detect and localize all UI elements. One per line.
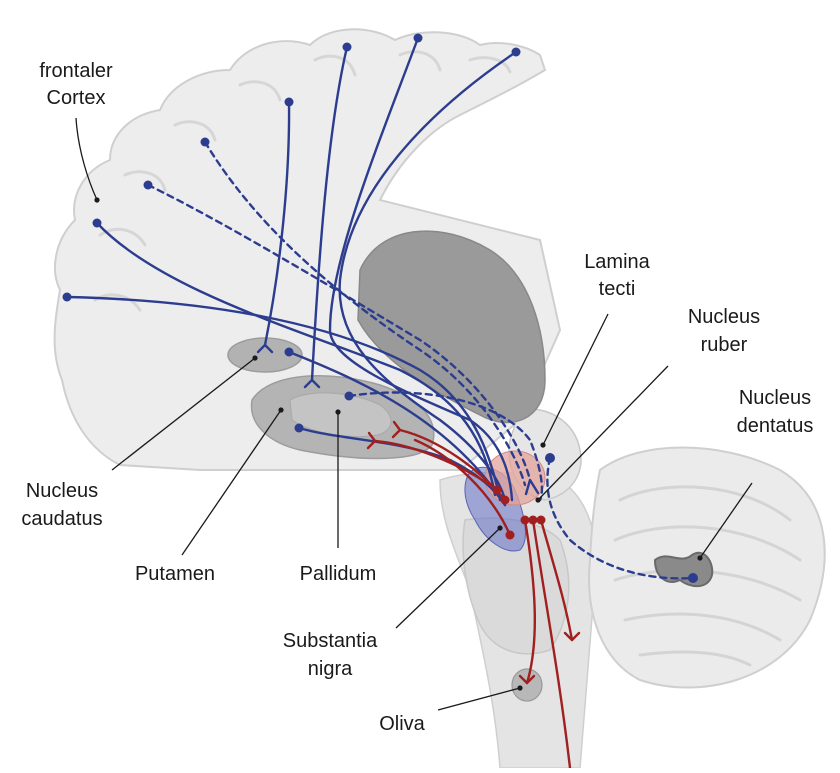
label-lamina-tecti-line2: tecti [599,278,636,300]
label-nucleus-caudatus-line1: Nucleus [26,480,98,502]
nucleus-caudatus-shape [227,337,303,373]
cortex-gyri [93,50,512,312]
leader-frontal-cortex [75,117,98,201]
red-pathways [366,420,581,770]
label-lamina-tecti-line1: Lamina [584,251,650,273]
leader-end-dots [94,197,703,691]
label-pallidum: Pallidum [300,563,377,585]
label-frontal-cortex-line1: frontaler [39,60,113,82]
leader-putamen [181,409,282,556]
label-nucleus-dentatus-line1: Nucleus [739,387,811,409]
brain-background [53,28,826,769]
label-putamen: Putamen [135,563,215,585]
oliva-shape [511,668,543,702]
leader-lines [75,117,753,711]
label-substantia-nigra-line1: Substantia [283,630,378,652]
leader-oliva [437,687,521,711]
leader-substantia-nigra [395,527,501,629]
leader-nucleus-caudatus [111,357,256,471]
red-pathway-dots [492,485,546,540]
label-nucleus-dentatus-line2: dentatus [737,415,814,437]
leader-nucleus-dentatus [699,482,753,559]
label-nucleus-ruber-line1: Nucleus [688,306,760,328]
pons [462,517,570,655]
blue-pathway-dots [62,33,698,583]
label-nucleus-ruber-line2: ruber [701,334,748,356]
leader-nucleus-ruber [537,365,669,501]
blue-pathways [65,36,695,580]
label-oliva: Oliva [379,713,425,735]
leader-lamina-tecti [542,313,609,446]
label-substantia-nigra-line2: nigra [308,658,353,680]
label-nucleus-caudatus-line2: caudatus [21,508,102,530]
label-frontal-cortex-line2: Cortex [47,87,106,109]
diagram-labels: frontaler Cortex Nucleus caudatus Putame… [21,60,813,735]
